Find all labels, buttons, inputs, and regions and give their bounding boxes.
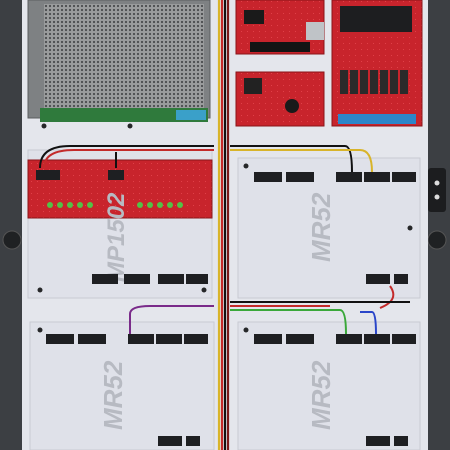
tamper-switch: [428, 168, 446, 212]
mounting-holes: [37, 123, 413, 333]
terminal-blocks-bottom-left: [46, 334, 208, 446]
wire-run-upper: [39, 145, 373, 173]
panel-label-mr52-bottom-left: MR52: [98, 360, 128, 430]
terminal-blocks-bottom-right: [254, 334, 416, 446]
enclosure-left-wall: [0, 0, 22, 450]
wire-run-lower: [129, 285, 410, 335]
panel-label-mp1502: MP1502: [103, 192, 130, 282]
terminal-blocks-top-left: [92, 274, 208, 284]
panel-label-mr52-bottom-right: MR52: [306, 360, 336, 430]
terminal-blocks-top-right: [254, 172, 416, 284]
mp1502-leds: [47, 202, 183, 208]
hinge-right: [427, 230, 447, 250]
mp1502-board: [27, 159, 213, 219]
relay-row: [340, 70, 408, 94]
hinge-left: [2, 230, 22, 250]
wire-bundle-vertical: [217, 0, 230, 450]
enclosure-right-wall: [428, 0, 450, 450]
panel-label-mr52-top-right: MR52: [306, 192, 336, 262]
psu-board: [40, 108, 208, 122]
power-supply-mesh: [44, 4, 204, 108]
